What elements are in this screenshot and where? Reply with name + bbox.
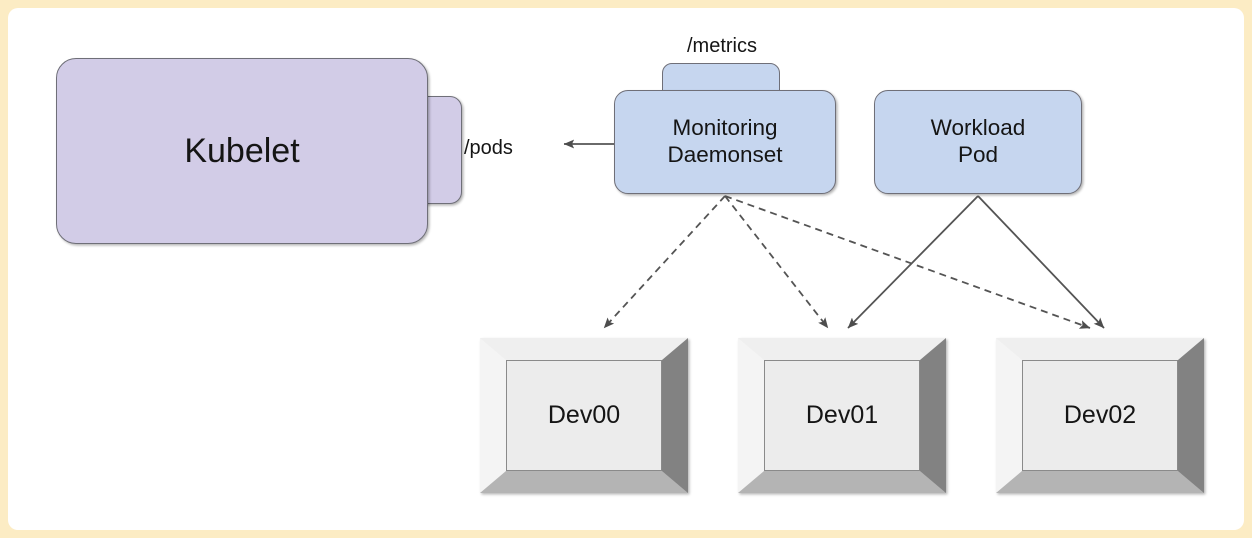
node-dev00[interactable]: Dev00 xyxy=(480,338,688,493)
node-dev01[interactable]: Dev01 xyxy=(738,338,946,493)
port-label-metrics: /metrics xyxy=(687,35,757,58)
dev02-bevel xyxy=(996,338,1204,493)
node-dev01-label: Dev01 xyxy=(805,401,879,429)
node-monitoring-daemonset[interactable] xyxy=(614,90,836,194)
diagram-paper: Kubelet /pods /metrics Monitoring Daemon… xyxy=(8,8,1244,530)
dev02-face xyxy=(1022,360,1178,471)
node-workload-pod[interactable] xyxy=(874,90,1082,194)
node-dev02-label: Dev02 xyxy=(1063,401,1137,429)
edge-workload-to-dev02 xyxy=(977,195,1105,329)
edge-label-pods: /pods xyxy=(464,137,513,160)
dev00-bevel xyxy=(480,338,688,493)
dev01-bevel xyxy=(738,338,946,493)
node-dev02[interactable]: Dev02 xyxy=(996,338,1204,493)
edge-workload-to-dev01 xyxy=(847,195,979,329)
edge-monitoring-to-dev02 xyxy=(724,195,1091,329)
node-dev00-label: Dev00 xyxy=(547,401,621,429)
edge-monitoring-to-dev01 xyxy=(724,195,829,329)
architecture-diagram: Kubelet /pods /metrics Monitoring Daemon… xyxy=(8,8,1244,530)
dev01-face xyxy=(764,360,920,471)
node-kubelet[interactable] xyxy=(56,58,428,244)
edge-monitoring-to-dev00 xyxy=(603,195,726,329)
dev00-face xyxy=(506,360,662,471)
